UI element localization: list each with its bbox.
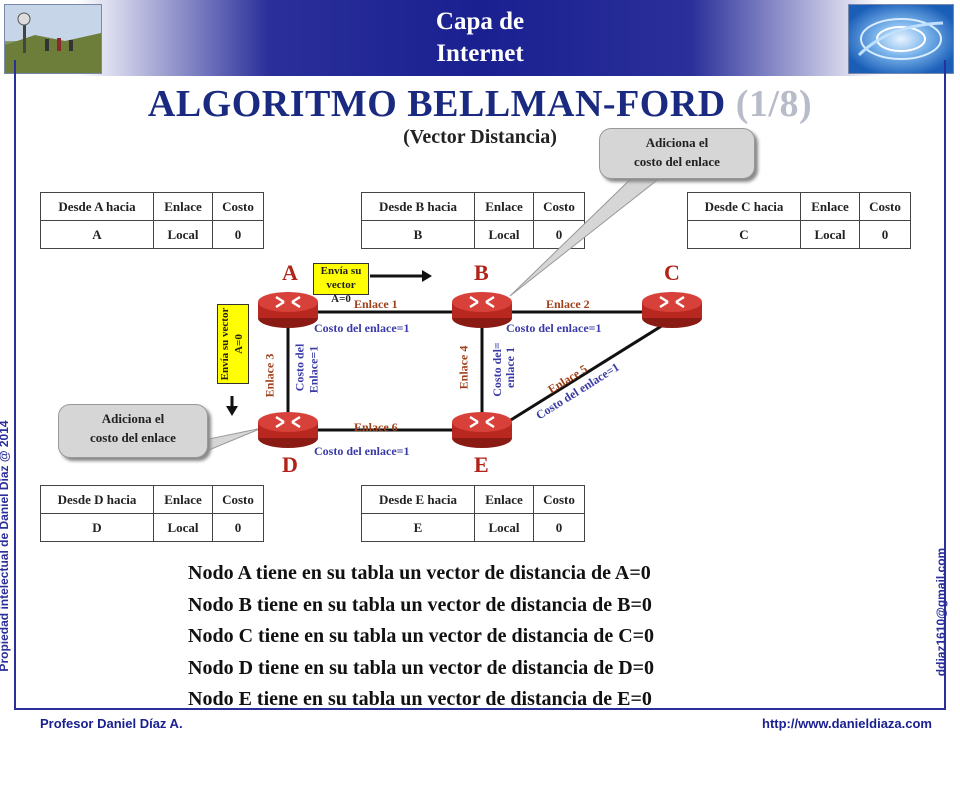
- message-horizontal: Envía su vector A=0: [313, 263, 369, 305]
- table-cell: C: [687, 220, 801, 249]
- footer-author: Profesor Daniel Díaz A.: [40, 716, 183, 731]
- header-title-line2: Internet: [436, 40, 524, 67]
- callout-left-pointer: [203, 427, 263, 453]
- link-label-1: Enlace 1: [354, 297, 398, 311]
- router-d-icon[interactable]: [256, 410, 320, 450]
- node-label-e: E: [474, 452, 489, 477]
- callout-left-line1: Adiciona el: [101, 411, 165, 426]
- cost-label-ad-2: Enlace=1: [306, 345, 321, 394]
- slide-subtitle: (Vector Distancia): [403, 126, 557, 148]
- router-b-icon[interactable]: [450, 290, 514, 330]
- table-header: Costo: [533, 485, 585, 514]
- link-label-2: Enlace 2: [546, 297, 590, 311]
- link-label-4: Enlace 4: [456, 345, 471, 390]
- node-label-d: D: [282, 452, 298, 477]
- table-header: Costo: [533, 192, 585, 221]
- table-cell: Local: [474, 513, 534, 542]
- cost-label-ad-1: Costo del: [292, 343, 307, 392]
- slide-title-part: (1/8): [735, 83, 813, 125]
- table-header: Desde A hacia: [40, 192, 154, 221]
- statement-node-e: Nodo E tiene en su tabla un vector de di…: [188, 688, 652, 710]
- statement-node-b: Nodo B tiene en su tabla un vector de di…: [188, 593, 652, 616]
- cost-label-bc: Costo del enlace=1: [506, 321, 602, 335]
- cost-label-ab: Costo del enlace=1: [314, 321, 410, 335]
- router-e-icon[interactable]: [450, 410, 514, 450]
- header-title-line1: Capa de: [435, 8, 525, 35]
- table-header: Desde C hacia: [687, 192, 801, 221]
- link-label-3: Enlace 3: [262, 353, 277, 398]
- link-ce: [497, 320, 669, 430]
- table-cell: Local: [153, 513, 213, 542]
- statement-node-d: Nodo D tiene en su tabla un vector de di…: [188, 656, 655, 679]
- digital-hand-image: [848, 4, 954, 74]
- cost-label-be-2: enlace 1: [503, 347, 517, 388]
- table-header: Costo: [859, 192, 911, 221]
- callout-top: Adiciona el costo del enlace: [599, 128, 755, 179]
- bottom-border: [14, 708, 946, 710]
- left-border: [14, 60, 16, 710]
- header-band: [0, 0, 960, 76]
- node-label-b: B: [474, 260, 489, 285]
- table-cell: 0: [533, 513, 585, 542]
- table-cell: E: [361, 513, 475, 542]
- table-cell: 0: [859, 220, 911, 249]
- table-header: Costo: [212, 485, 264, 514]
- callout-top-line2: costo del enlace: [634, 154, 720, 169]
- statement-node-a: Nodo A tiene en su tabla un vector de di…: [188, 562, 651, 584]
- router-c-icon[interactable]: [640, 290, 704, 330]
- callout-left: Adiciona el costo del enlace: [58, 404, 208, 458]
- field-photo: [4, 4, 102, 74]
- node-label-a: A: [282, 260, 298, 285]
- table-cell: Local: [474, 220, 534, 249]
- footer-url[interactable]: http://www.danieldiaza.com: [762, 716, 932, 731]
- message-vertical-line1: Envía su vector: [219, 307, 231, 381]
- arrow-vertical-head: [226, 406, 238, 416]
- network-links: [203, 169, 672, 453]
- table-header: Enlace: [474, 485, 534, 514]
- message-vertical: Envía su vector A=0: [217, 304, 249, 384]
- table-header: Enlace: [474, 192, 534, 221]
- statement-node-c: Nodo C tiene en su tabla un vector de di…: [188, 625, 655, 647]
- table-cell: 0: [212, 513, 264, 542]
- table-cell: D: [40, 513, 154, 542]
- slide-title-main: ALGORITMO BELLMAN-FORD: [147, 83, 726, 125]
- table-cell: Local: [800, 220, 860, 249]
- table-header: Enlace: [153, 192, 213, 221]
- table-header: Desde D hacia: [40, 485, 154, 514]
- cost-label-de: Costo del enlace=1: [314, 444, 410, 458]
- callout-left-line2: costo del enlace: [90, 430, 176, 445]
- right-border: [944, 60, 946, 710]
- link-label-6: Enlace 6: [354, 420, 398, 434]
- message-horizontal-line1: Envía su vector: [320, 265, 362, 291]
- table-header: Costo: [212, 192, 264, 221]
- table-cell: 0: [212, 220, 264, 249]
- arrow-horizontal-head: [422, 270, 432, 282]
- callout-top-line1: Adiciona el: [645, 135, 709, 150]
- header-title: Capa de Internet: [380, 6, 580, 70]
- table-cell: B: [361, 220, 475, 249]
- table-cell: A: [40, 220, 154, 249]
- message-vertical-line2: A=0: [233, 334, 245, 354]
- router-a-icon[interactable]: [256, 290, 320, 330]
- slide-title: ALGORITMO BELLMAN-FORD (1/8): [0, 82, 960, 126]
- message-horizontal-line2: A=0: [331, 293, 351, 305]
- table-header: Desde B hacia: [361, 192, 475, 221]
- table-header: Enlace: [153, 485, 213, 514]
- statement-list: Nodo A tiene en su tabla un vector de di…: [188, 558, 654, 716]
- node-label-c: C: [664, 260, 680, 285]
- table-cell: Local: [153, 220, 213, 249]
- callout-top-pointer: [509, 169, 672, 297]
